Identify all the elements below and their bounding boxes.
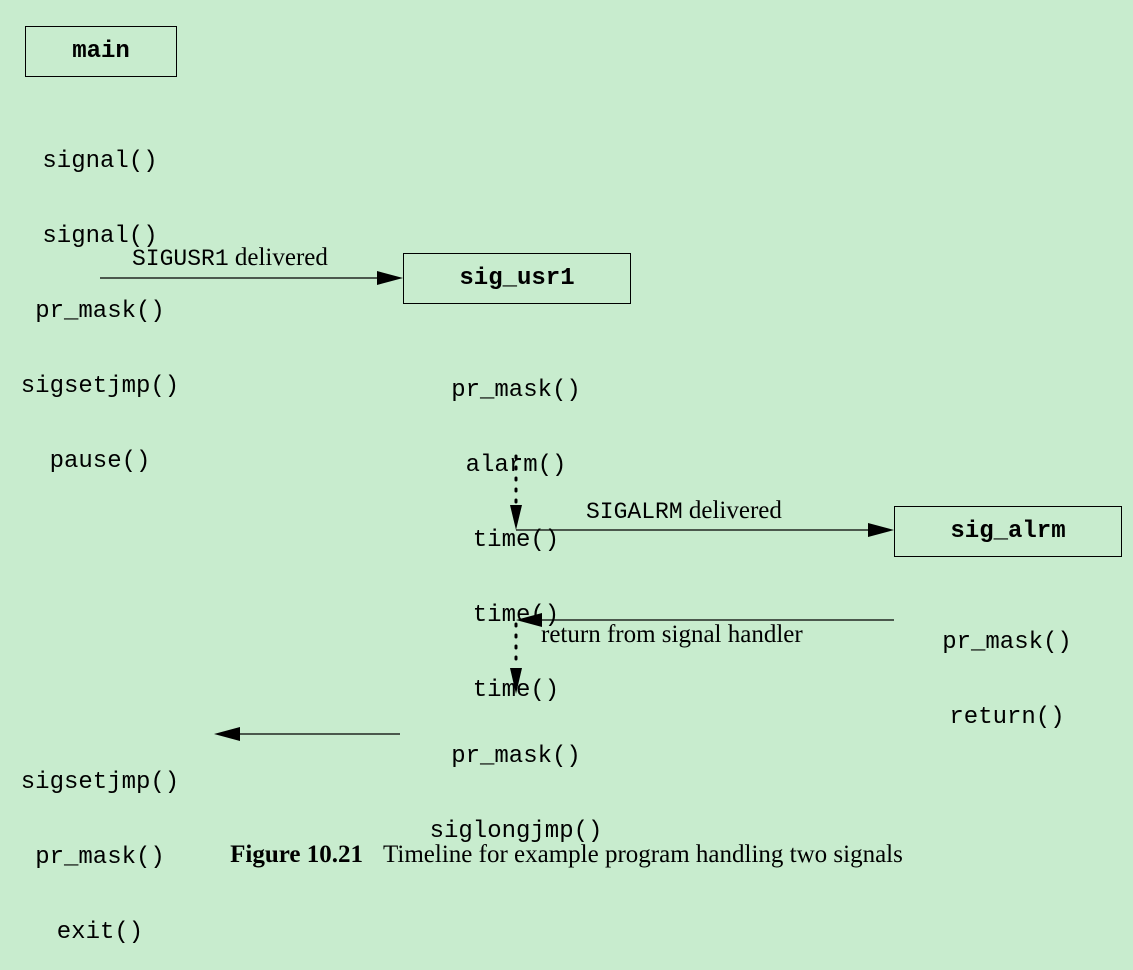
- sigusr1-delivered-text: delivered: [234, 244, 328, 271]
- usr1-call-pr-mask: pr_mask(): [451, 377, 581, 404]
- sigusr1-label: SIGUSR1 delivered: [132, 244, 328, 273]
- usr1-call-time-3: time(): [472, 677, 560, 704]
- after-return-call-list: pr_mask() siglongjmp(): [416, 694, 616, 869]
- main-call-sigsetjmp: sigsetjmp(): [20, 373, 180, 400]
- usr1-call-time-2: time(): [472, 602, 560, 629]
- figure-caption: Figure 10.21 Timeline for example program…: [0, 840, 1133, 870]
- sig-usr1-box: sig_usr1: [403, 253, 631, 304]
- timeline-arrows: [100, 271, 894, 741]
- usr1-call-time-1: time(): [472, 527, 560, 554]
- dotted-arrow-head-1: [510, 505, 522, 530]
- alrm-call-list: pr_mask() return(): [907, 580, 1107, 755]
- alrm-call-return: return(): [949, 704, 1065, 731]
- sigalrm-delivered-text: delivered: [688, 497, 782, 524]
- sigusr1-signal-name: SIGUSR1: [132, 246, 229, 272]
- figure-caption-text: Timeline for example program handling tw…: [383, 841, 903, 868]
- figure-number: Figure 10.21: [230, 841, 364, 868]
- usr1-call-list: pr_mask() alarm() time() time() time(): [416, 328, 616, 728]
- main-call-signal-2: signal(): [42, 223, 158, 250]
- return-arrow-head: [516, 613, 542, 627]
- final-call-exit: exit(): [56, 919, 144, 946]
- alrm-call-pr-mask: pr_mask(): [942, 629, 1072, 656]
- sig-alrm-box: sig_alrm: [894, 506, 1122, 557]
- after-return-call-pr-mask: pr_mask(): [451, 743, 581, 770]
- final-call-sigsetjmp: sigsetjmp(): [20, 769, 180, 796]
- return-label: return from signal handler: [541, 621, 803, 648]
- sigalrm-label: SIGALRM delivered: [586, 497, 782, 526]
- main-call-signal-1: signal(): [42, 148, 158, 175]
- main-call-list: signal() signal() pr_mask() sigsetjmp() …: [0, 99, 200, 499]
- sigusr1-arrow-head: [377, 271, 403, 285]
- sigalrm-arrow-head: [868, 523, 894, 537]
- longjmp-arrow-head: [214, 727, 240, 741]
- main-call-pause: pause(): [49, 448, 151, 475]
- main-call-pr-mask: pr_mask(): [35, 298, 165, 325]
- main-box: main: [25, 26, 177, 77]
- usr1-call-alarm: alarm(): [465, 452, 567, 479]
- final-call-pr-mask: pr_mask(): [35, 844, 165, 871]
- dotted-arrow-head-2: [510, 668, 522, 694]
- sigalrm-signal-name: SIGALRM: [586, 499, 683, 525]
- after-return-call-siglongjmp: siglongjmp(): [429, 818, 603, 845]
